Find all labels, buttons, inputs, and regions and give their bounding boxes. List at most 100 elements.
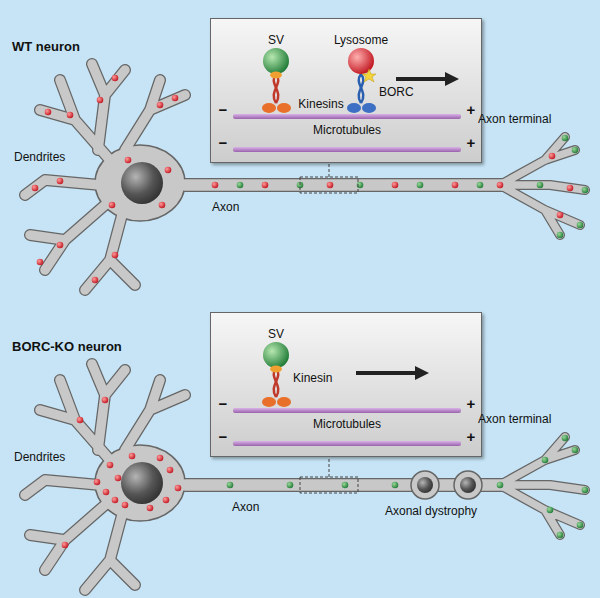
- illustration-part: [300, 177, 358, 193]
- illustration-part: [92, 277, 99, 284]
- illustration-part: [454, 471, 482, 499]
- illustration-part: [112, 75, 119, 82]
- illustration-part: [129, 453, 136, 460]
- illustration-part: [262, 182, 269, 189]
- illustration-part: [547, 507, 554, 514]
- illustration-part: [287, 482, 294, 489]
- illustration-part: [115, 475, 122, 482]
- panel-heading: WT neuron: [12, 40, 80, 54]
- illustration-part: [277, 103, 291, 113]
- illustration-part: [167, 467, 174, 474]
- inset-label: SV: [268, 327, 284, 341]
- illustration-part: [562, 435, 569, 442]
- illustration-part: [45, 109, 52, 116]
- illustration-part: [356, 371, 417, 375]
- polarity-sign: −: [219, 430, 228, 444]
- illustration-part: [577, 522, 584, 529]
- illustration-part: [262, 397, 276, 407]
- illustration-part: [362, 69, 376, 82]
- illustration-part: [557, 532, 564, 539]
- illustration-part: [359, 74, 364, 103]
- part-label: Axon terminal: [478, 112, 551, 126]
- illustration-part: [445, 72, 459, 86]
- illustration-part: [572, 447, 579, 454]
- illustration-part: [172, 95, 179, 102]
- illustration-part: [460, 477, 476, 493]
- part-label: Axon: [212, 200, 239, 214]
- illustration-part: [109, 202, 116, 209]
- illustration-part: [227, 482, 234, 489]
- illustration-part: [415, 366, 429, 380]
- illustration-part: [270, 72, 282, 79]
- illustration-part: [125, 157, 132, 164]
- illustration-part: [104, 153, 176, 213]
- illustration-part: [57, 178, 64, 185]
- illustration-part: [392, 482, 399, 489]
- part-label: Axon: [232, 500, 259, 514]
- inset-label: Lysosome: [334, 33, 388, 47]
- illustration-part: [185, 179, 505, 191]
- polarity-sign: −: [219, 103, 228, 117]
- illustration-part: [122, 502, 129, 509]
- illustration-part: [147, 505, 154, 512]
- inset-label: Microtubules: [313, 417, 381, 431]
- polarity-sign: +: [467, 136, 476, 150]
- inset-label: Kinesins: [298, 97, 343, 111]
- illustration-part: [411, 471, 439, 499]
- illustration-part: [542, 457, 549, 464]
- illustration-part: [233, 147, 461, 152]
- illustration-part: [396, 77, 447, 81]
- illustration-part: [477, 182, 484, 189]
- inset-label: BORC: [379, 85, 414, 99]
- inset-label: Kinesin: [293, 371, 332, 385]
- polarity-sign: −: [219, 136, 228, 150]
- illustration-part: [102, 397, 109, 404]
- illustration-part: [157, 455, 164, 462]
- illustration-part: [157, 102, 164, 109]
- illustration-part: [452, 182, 459, 189]
- illustration-part: [112, 497, 119, 504]
- illustration-part: [342, 482, 349, 489]
- illustration-part: [549, 153, 556, 160]
- illustration-part: [557, 232, 564, 239]
- illustration-part: [359, 74, 364, 103]
- illustration-part: [37, 259, 44, 266]
- illustration-part: [107, 462, 114, 469]
- illustration-part: [263, 342, 289, 368]
- illustration-part: [94, 479, 101, 486]
- illustration-part: [237, 182, 244, 189]
- part-label: Axonal dystrophy: [385, 504, 477, 518]
- part-label: Axon terminal: [478, 412, 551, 426]
- illustration-part: [112, 252, 119, 259]
- illustration-part: [25, 64, 185, 290]
- illustration-part: [57, 242, 64, 249]
- illustration-part: [500, 137, 585, 235]
- polarity-sign: +: [467, 103, 476, 117]
- illustration-part: [163, 497, 170, 504]
- illustration-part: [175, 485, 182, 492]
- illustration-part: [159, 202, 166, 209]
- polarity-sign: −: [219, 397, 228, 411]
- illustration-part: [263, 48, 289, 74]
- illustration-part: [97, 97, 104, 104]
- illustration-part: [327, 182, 334, 189]
- illustration-part: [348, 48, 374, 74]
- inset-label: SV: [268, 33, 284, 47]
- illustration-part: [212, 182, 219, 189]
- illustration-part: [270, 366, 282, 373]
- illustration-part: [233, 408, 461, 413]
- panel-heading: BORC-KO neuron: [12, 340, 122, 354]
- illustration-part: [572, 147, 579, 154]
- illustration-part: [362, 103, 376, 113]
- illustration-part: [557, 212, 564, 219]
- illustration-part: [165, 167, 172, 174]
- illustration-part: [185, 178, 505, 192]
- illustration-part: [500, 137, 585, 235]
- illustration-part: [121, 162, 163, 204]
- illustration-part: [329, 163, 330, 177]
- illustration-part: [25, 64, 185, 290]
- illustration-part: [417, 182, 424, 189]
- illustration-part: [582, 187, 589, 194]
- axonal-swelling: [411, 471, 482, 499]
